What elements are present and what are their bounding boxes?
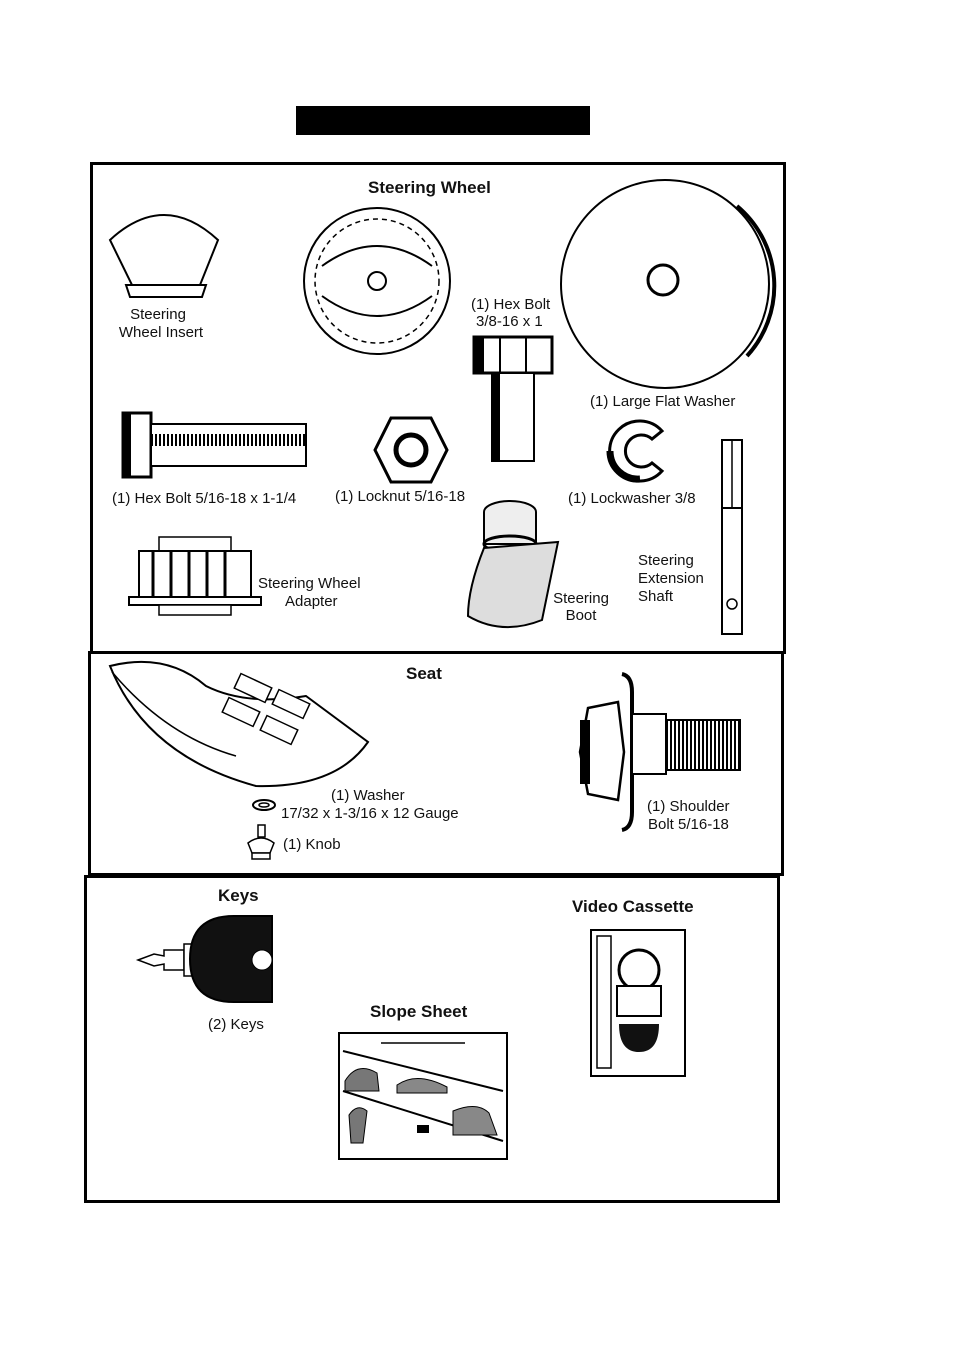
boot-label-2: Boot: [565, 607, 597, 624]
extension-shaft-illustration: [721, 439, 743, 635]
shaft-label-3: Shaft: [638, 588, 674, 605]
hex-bolt-long-illustration: [121, 411, 307, 479]
insert-label-1: Steering: [130, 306, 186, 323]
video-cassette-heading: Video Cassette: [572, 897, 694, 916]
shoulder-bolt-illustration: [578, 672, 741, 832]
knob-label: (1) Knob: [283, 836, 341, 853]
lockwasher-label: (1) Lockwasher 3/8: [568, 490, 696, 507]
video-cassette-illustration: [590, 929, 686, 1077]
hex-bolt-long-label: (1) Hex Bolt 5/16-18 x 1-1/4: [112, 490, 297, 507]
large-flat-washer-illustration: [560, 179, 777, 389]
key-illustration: [135, 915, 273, 1003]
steering-wheel-insert-illustration: [108, 214, 220, 298]
steering-wheel-heading: Steering Wheel: [368, 178, 491, 197]
shaft-label-1: Steering: [638, 552, 694, 569]
lockwasher-illustration: [606, 419, 665, 483]
seat-heading: Seat: [406, 664, 442, 683]
shoulder-bolt-label-1: (1) Shoulder: [647, 798, 730, 815]
seat-parts-panel: [88, 651, 784, 876]
keys-heading: Keys: [218, 886, 259, 905]
knob-icon: [247, 824, 275, 860]
adapter-label-2: Adapter: [285, 593, 338, 610]
slope-sheet-illustration: [338, 1032, 508, 1160]
page-title-bar: [296, 106, 590, 135]
hex-bolt-small-label-2: 3/8-16 x 1: [476, 313, 543, 330]
seat-washer-label-2: 17/32 x 1-3/16 x 12 Gauge: [281, 805, 459, 822]
locknut-illustration: [373, 416, 449, 484]
seat-illustration: [108, 660, 370, 788]
keys-label: (2) Keys: [208, 1016, 264, 1033]
hex-bolt-small-illustration: [472, 335, 554, 462]
steering-wheel-adapter-illustration: [128, 536, 262, 616]
misc-parts-panel: [84, 875, 780, 1203]
steering-wheel-illustration: [303, 207, 451, 355]
shaft-label-2: Extension: [638, 570, 704, 587]
boot-label-1: Steering: [553, 590, 609, 607]
adapter-label-1: Steering Wheel: [258, 575, 361, 592]
insert-label-2: Wheel Insert: [118, 324, 204, 341]
washer-icon: [252, 799, 276, 811]
seat-washer-label-1: (1) Washer: [331, 787, 405, 804]
large-flat-washer-label: (1) Large Flat Washer: [590, 393, 736, 410]
shoulder-bolt-label-2: Bolt 5/16-18: [648, 816, 729, 833]
locknut-label: (1) Locknut 5/16-18: [335, 488, 466, 505]
steering-boot-illustration: [466, 500, 560, 629]
hex-bolt-small-label-1: (1) Hex Bolt: [471, 296, 551, 313]
slope-sheet-heading: Slope Sheet: [370, 1002, 468, 1021]
